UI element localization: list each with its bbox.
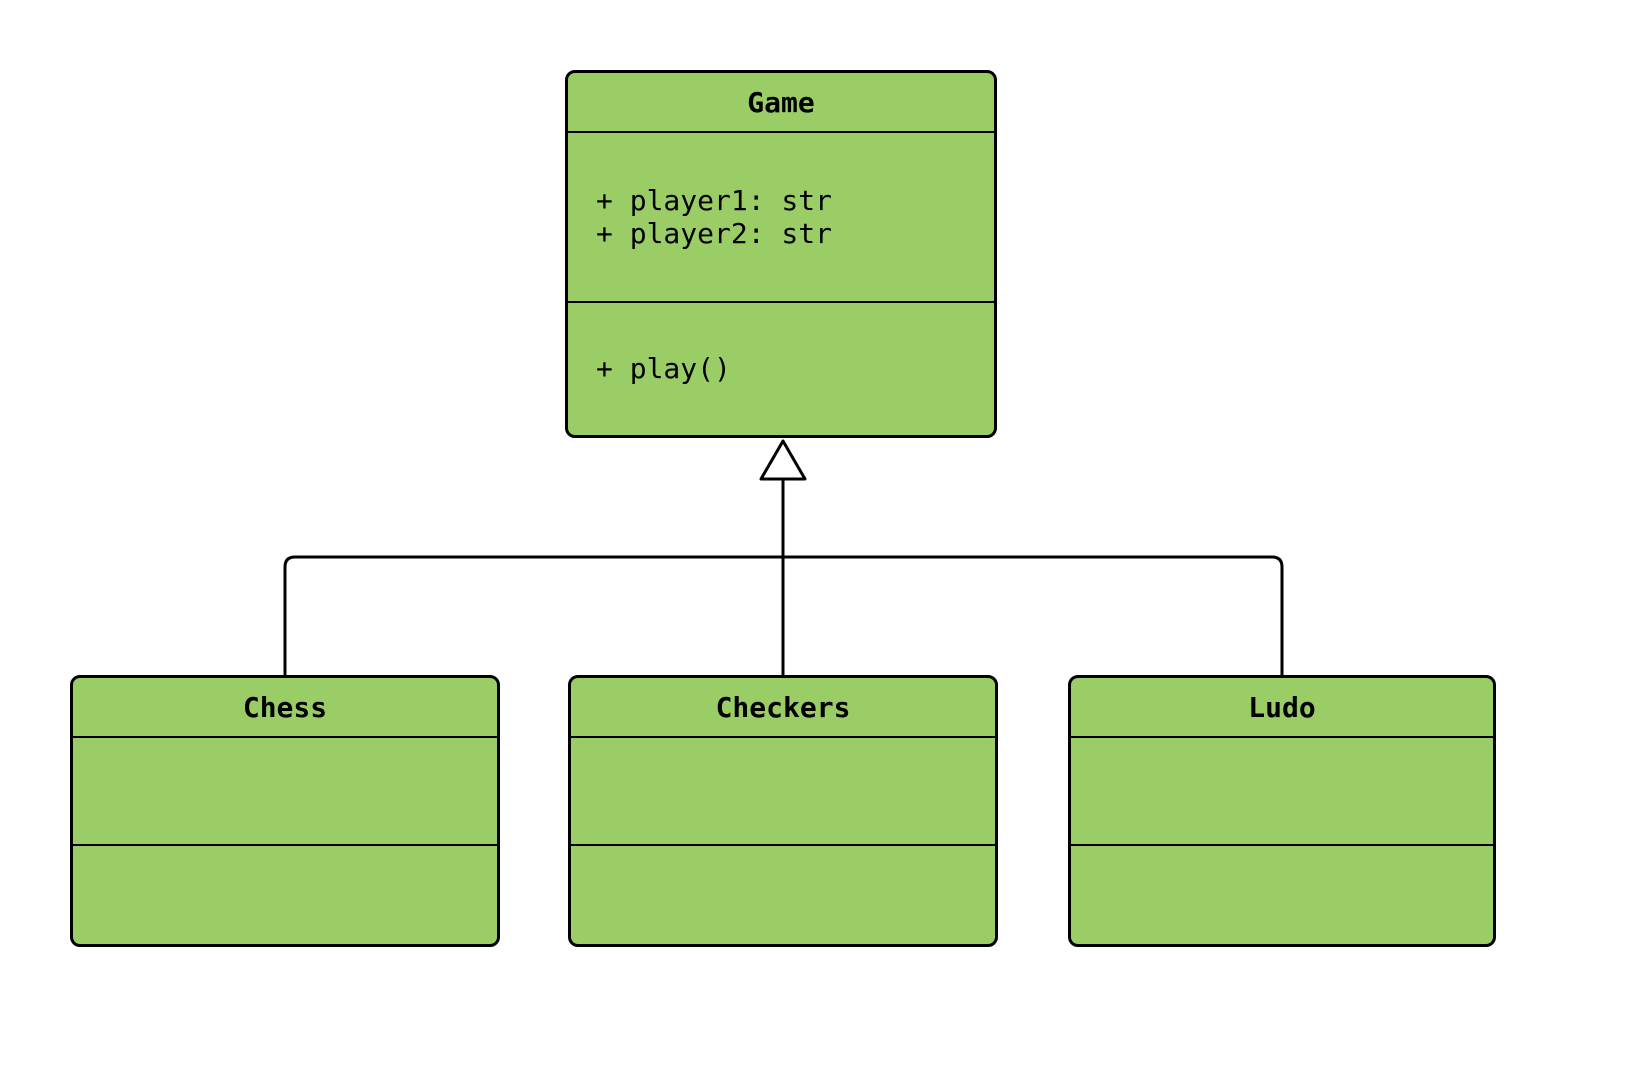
class-game-name: Game (568, 73, 994, 133)
generalization-arrowhead (759, 439, 807, 481)
class-ludo-attributes (1071, 738, 1493, 846)
class-checkers-methods (571, 846, 995, 944)
class-game[interactable]: Game + player1: str + player2: str + pla… (565, 70, 997, 438)
class-ludo[interactable]: Ludo (1068, 675, 1496, 947)
class-ludo-name: Ludo (1071, 678, 1493, 738)
class-chess-name: Chess (73, 678, 497, 738)
attribute: + player1: str (596, 183, 833, 217)
class-game-attributes: + player1: str + player2: str (568, 133, 994, 303)
class-ludo-methods (1071, 846, 1493, 944)
class-chess-attributes (73, 738, 497, 846)
class-game-methods: + play() (568, 303, 994, 435)
class-checkers[interactable]: Checkers (568, 675, 998, 947)
class-chess[interactable]: Chess (70, 675, 500, 947)
connector-bus (283, 555, 1284, 675)
class-checkers-attributes (571, 738, 995, 846)
attribute: + player2: str (596, 217, 833, 250)
class-checkers-name: Checkers (571, 678, 995, 738)
class-chess-methods (73, 846, 497, 944)
method: + play() (596, 352, 731, 386)
